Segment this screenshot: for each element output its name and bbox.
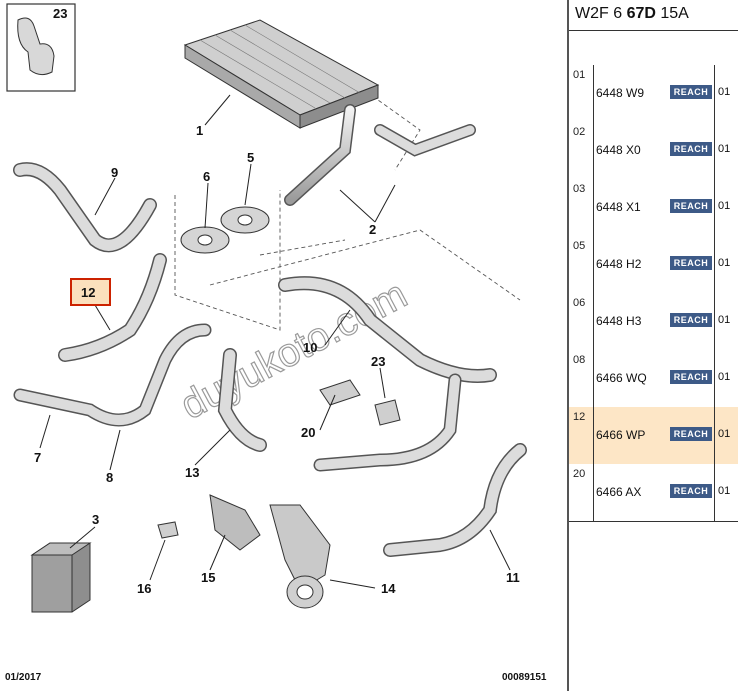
part-index: 03 [573,183,586,195]
vehicle-code: W2F 6 67D 15A [575,5,689,23]
part-qty-cell: 01 [714,350,738,407]
hoses [13,104,527,557]
reach-badge[interactable]: REACH [670,142,712,156]
callout-23: 23 [371,354,385,369]
part-reference[interactable]: 6466 WQ [596,371,647,385]
panel-subheader [569,30,738,66]
part-index: 06 [573,297,586,309]
parts-diagram: duyukoto.com [5,3,547,683]
part-qty: 01 [718,86,731,98]
callout-13: 13 [185,465,199,480]
part-index-cell: 03 [569,179,594,236]
part-qty: 01 [718,371,731,383]
part-reference[interactable]: 6448 X0 [596,143,641,157]
part-reference[interactable]: 6448 H2 [596,257,642,271]
part-index-cell: 02 [569,122,594,179]
part-qty-cell: 01 [714,179,738,236]
callout-8: 8 [106,470,113,485]
part-qty-cell: 01 [714,236,738,293]
cube-part-3 [30,542,92,613]
callout-15: 15 [201,570,215,585]
part-row[interactable]: 08 6466 WQ REACH 01 [569,350,738,408]
inset-part-23 [6,3,76,92]
callout-11: 11 [506,570,520,585]
vehicle-code-pre: W2F 6 [575,5,627,22]
gaskets [180,206,270,254]
part-qty-cell: 01 [714,293,738,350]
part-index-cell: 06 [569,293,594,350]
part-index: 08 [573,354,586,366]
callout-labels: 1 2 3 5 6 7 8 9 10 11 12 13 14 15 16 20 … [34,6,520,596]
part-index-cell: 05 [569,236,594,293]
part-qty-cell: 01 [714,122,738,179]
callout-5: 5 [247,150,254,165]
vehicle-code-bold: 67D [626,5,656,22]
panel-header: W2F 6 67D 15A [569,0,738,31]
part-index: 02 [573,126,586,138]
part-row[interactable]: 02 6448 X0 REACH 01 [569,122,738,180]
reach-badge[interactable]: REACH [670,199,712,213]
part-row[interactable]: 06 6448 H3 REACH 01 [569,293,738,351]
part-index-cell: 12 [569,407,594,464]
footer-doc-number: 00089151 [502,672,547,683]
callout-7: 7 [34,450,41,465]
part-reference[interactable]: 6466 WP [596,428,646,442]
part-reference[interactable]: 6448 W9 [596,86,645,100]
callout-6: 6 [203,169,210,184]
reach-badge[interactable]: REACH [670,313,712,327]
callout-16: 16 [137,581,151,596]
part-qty: 01 [718,257,731,269]
reach-badge[interactable]: REACH [670,484,712,498]
part-index-cell: 20 [569,464,594,521]
pump-and-bracket [209,494,331,609]
part-row[interactable]: 05 6448 H2 REACH 01 [569,236,738,294]
part-qty-cell: 01 [714,464,738,521]
heater-core [183,19,380,129]
part-qty: 01 [718,143,731,155]
part-index: 05 [573,240,586,252]
part-qty: 01 [718,200,731,212]
callout-10: 10 [303,340,317,355]
part-index: 01 [573,69,586,81]
part-qty: 01 [718,428,731,440]
part-index-cell: 01 [569,65,594,122]
diagram-canvas: duyukoto.com [6,3,527,613]
callout-9: 9 [111,165,118,180]
part-index: 12 [573,411,586,423]
callout-2: 2 [369,222,376,237]
part-qty-cell: 01 [714,65,738,122]
callout-23-inset: 23 [53,6,67,21]
reach-badge[interactable]: REACH [670,85,712,99]
part-qty: 01 [718,314,731,326]
part-reference[interactable]: 6448 H3 [596,314,642,328]
callout-3: 3 [92,512,99,527]
part-qty: 01 [718,485,731,497]
footer-date: 01/2017 [5,672,42,683]
part-reference[interactable]: 6466 AX [596,485,642,499]
vehicle-code-post: 15A [655,5,689,22]
callout-1: 1 [196,123,203,138]
callout-14: 14 [381,581,396,596]
callout-12: 12 [81,285,95,300]
reach-badge[interactable]: REACH [670,256,712,270]
clips [157,379,401,539]
callout-12-highlight [70,278,111,306]
part-row[interactable]: 01 6448 W9 REACH 01 [569,65,738,123]
part-row[interactable]: 12 6466 WP REACH 01 [569,407,738,465]
part-index: 20 [573,468,586,480]
callout-leaders [39,94,511,589]
part-reference[interactable]: 6448 X1 [596,200,641,214]
parts-list-panel: W2F 6 67D 15A 01 6448 W9 REACH 01 02 6448 X0 R… [567,0,738,691]
part-index-cell: 08 [569,350,594,407]
callout-20: 20 [301,425,315,440]
part-qty-cell: 01 [714,407,738,464]
reach-badge[interactable]: REACH [670,427,712,441]
part-row[interactable]: 03 6448 X1 REACH 01 [569,179,738,237]
reach-badge[interactable]: REACH [670,370,712,384]
part-row[interactable]: 20 6466 AX REACH 01 [569,464,738,522]
